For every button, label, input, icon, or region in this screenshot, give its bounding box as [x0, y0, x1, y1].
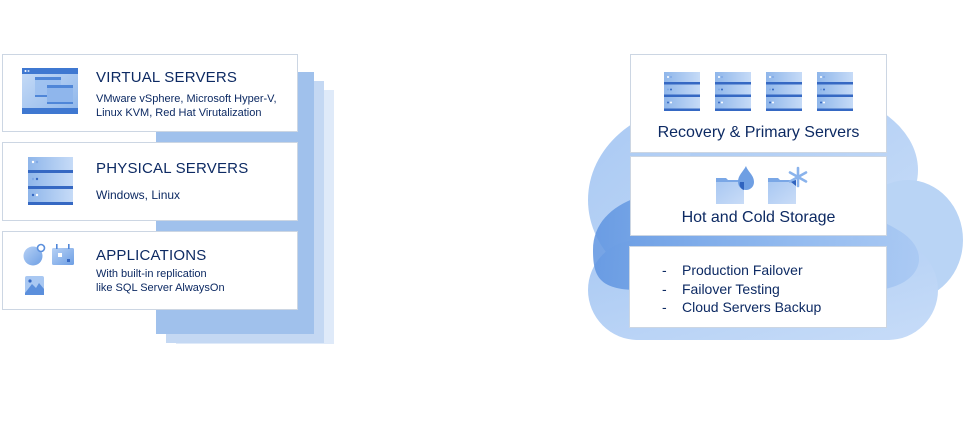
features-list: -Production Failover -Failover Testing -… — [662, 261, 821, 317]
virtual-window-icon — [21, 67, 79, 120]
description-line: VMware vSphere, Microsoft Hyper-V, — [96, 93, 277, 105]
storage-icons-row — [716, 164, 808, 204]
server-rack-icon — [28, 157, 73, 210]
server-icons-row — [664, 72, 853, 111]
applications-icon — [23, 243, 79, 302]
card-title: VIRTUAL SERVERS — [96, 69, 238, 86]
feature-label: Cloud Servers Backup — [682, 299, 822, 315]
storage-title: Hot and Cold Storage — [681, 209, 836, 226]
card-description: VMware vSphere, Microsoft Hyper-V, Linux… — [96, 92, 277, 120]
server-icon — [817, 72, 853, 111]
hot-cold-storage-card: Hot and Cold Storage — [630, 156, 887, 236]
server-icon — [664, 72, 700, 111]
calendar-icon — [52, 244, 74, 265]
card-description: Windows, Linux — [96, 188, 180, 202]
server-icon — [715, 72, 751, 111]
cold-folder-icon — [768, 166, 808, 204]
description-line: Windows, Linux — [96, 188, 181, 202]
description-line: like SQL Server AlwaysOn — [96, 282, 225, 294]
server-icon — [766, 72, 802, 111]
bullet-dash: - — [662, 262, 667, 278]
feature-label: Failover Testing — [682, 280, 780, 297]
bullet-dash: - — [662, 299, 667, 315]
image-icon — [25, 276, 44, 295]
description-line: Linux KVM, Red Hat Virutalization — [96, 107, 262, 119]
list-item: -Cloud Servers Backup — [662, 298, 821, 317]
description-line: With built-in replication — [96, 268, 207, 280]
card-title: PHYSICAL SERVERS — [96, 160, 249, 177]
card-title: APPLICATIONS — [96, 247, 207, 264]
applications-card: APPLICATIONS With built-in replication l… — [2, 231, 298, 310]
bullet-dash: - — [662, 280, 667, 297]
globe-pin-icon — [23, 243, 46, 266]
features-card: -Production Failover -Failover Testing -… — [629, 246, 887, 328]
recovery-primary-servers-card: Recovery & Primary Servers — [630, 54, 887, 153]
physical-servers-card: PHYSICAL SERVERS Windows, Linux — [2, 142, 298, 221]
hot-folder-icon — [716, 166, 754, 204]
feature-label: Production Failover — [682, 262, 803, 278]
virtual-servers-card: VIRTUAL SERVERS VMware vSphere, Microsof… — [2, 54, 298, 132]
card-description: With built-in replication like SQL Serve… — [96, 267, 225, 295]
list-item: -Production Failover — [662, 261, 821, 280]
list-item: -Failover Testing — [662, 280, 821, 299]
servers-title: Recovery & Primary Servers — [657, 124, 860, 141]
